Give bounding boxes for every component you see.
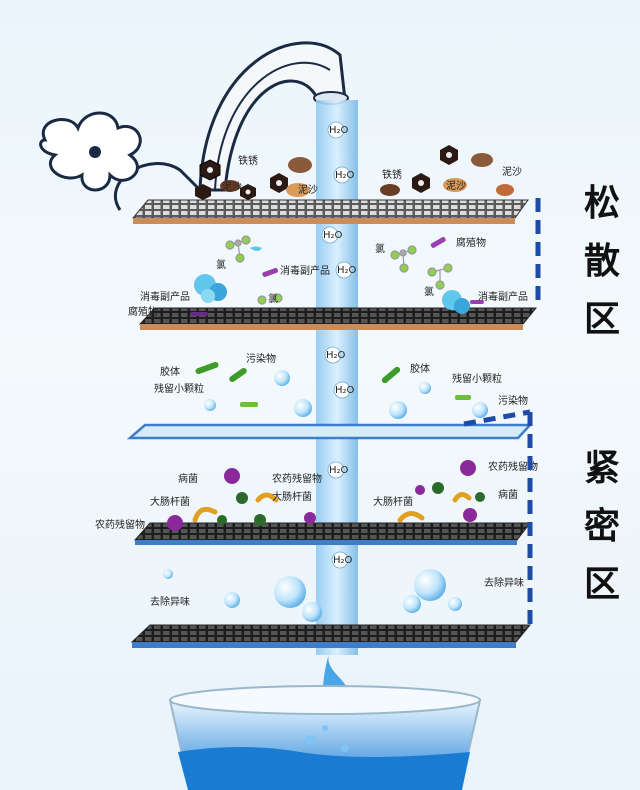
pollutant-label: 污染物 [498, 394, 528, 407]
zone-char: 区 [583, 299, 620, 340]
pesticide-label: 农药残留物 [488, 460, 538, 473]
sand-particles [220, 153, 514, 197]
water-stream [316, 100, 358, 655]
sand-label: 泥沙 [222, 180, 242, 193]
h2o-label: H₂O [329, 125, 349, 136]
pesticide-label: 农药残留物 [272, 472, 322, 485]
h2o-label: H₂O [335, 170, 355, 181]
h2o-label: H₂O [323, 230, 343, 241]
water-molecules [321, 121, 353, 569]
h2o-label: H₂O [335, 385, 355, 396]
germ-label: 病菌 [178, 472, 198, 485]
filter-tray-1 [131, 199, 529, 224]
sand-label: 泥沙 [502, 165, 522, 178]
colloid-label: 胶体 [160, 365, 180, 378]
humus-label: 腐殖物 [128, 305, 158, 318]
odor-label: 去除异味 [150, 595, 190, 608]
ecoli-label: 大肠杆菌 [272, 490, 312, 503]
humus-label: 腐殖物 [456, 236, 486, 249]
zone-char: 密 [583, 506, 620, 547]
zone-label-dense: 紧 密 区 [578, 440, 626, 614]
chlorine-label: 氯 [216, 258, 226, 271]
colloid-label: 胶体 [410, 362, 430, 375]
pesticide-particles [217, 482, 485, 526]
germ-label: 病菌 [498, 488, 518, 501]
chlorine-label: 氯 [375, 242, 385, 255]
filter-tray-3 [126, 423, 533, 440]
h2o-label: H₂O [337, 265, 357, 276]
germ-particles [167, 460, 477, 531]
chlorine-label: 氯 [268, 292, 278, 305]
sand-label: 泥沙 [298, 183, 318, 196]
zone-label-loose: 松 散 区 [578, 175, 626, 349]
ecoli-particles [192, 492, 472, 523]
byproduct-label: 消毒副产品 [280, 264, 330, 277]
humus-particles [190, 237, 484, 316]
odor-label: 去除异味 [484, 576, 524, 589]
colloid-particles [195, 361, 471, 407]
rust-label: 铁锈 [382, 168, 402, 181]
byproduct-label: 消毒副产品 [140, 290, 190, 303]
rust-particles [195, 145, 458, 200]
sand-label: 泥沙 [446, 179, 466, 192]
chlorine-label: 氯 [424, 285, 434, 298]
chlorine-molecules [225, 235, 453, 305]
ecoli-label: 大肠杆菌 [150, 495, 190, 508]
byproduct-label: 消毒副产品 [478, 290, 528, 303]
ecoli-label: 大肠杆菌 [373, 495, 413, 508]
zone-char: 散 [583, 241, 620, 282]
filter-tray-5 [130, 624, 532, 648]
faucet-handle-icon [39, 111, 142, 192]
zone-char: 松 [583, 183, 620, 224]
zone-char: 区 [583, 564, 620, 605]
filter-tray-2 [138, 307, 538, 330]
odor-bubbles [163, 569, 462, 622]
byproduct-blobs [194, 246, 470, 314]
rust-label: 铁锈 [238, 154, 258, 167]
h2o-label: H₂O [329, 465, 349, 476]
h2o-label: H₂O [326, 350, 346, 361]
residue-label: 残留小颗粒 [452, 372, 502, 385]
pollutant-bubbles [204, 370, 488, 419]
pesticide-label: 农药残留物 [95, 518, 145, 531]
zone-char: 紧 [583, 448, 620, 489]
water-glass [168, 685, 482, 790]
h2o-label: H₂O [333, 555, 353, 566]
filter-tray-4 [133, 522, 532, 545]
zone-bracket-dense [463, 409, 533, 628]
residue-label: 残留小颗粒 [154, 382, 204, 395]
pollutant-label: 污染物 [246, 352, 276, 365]
